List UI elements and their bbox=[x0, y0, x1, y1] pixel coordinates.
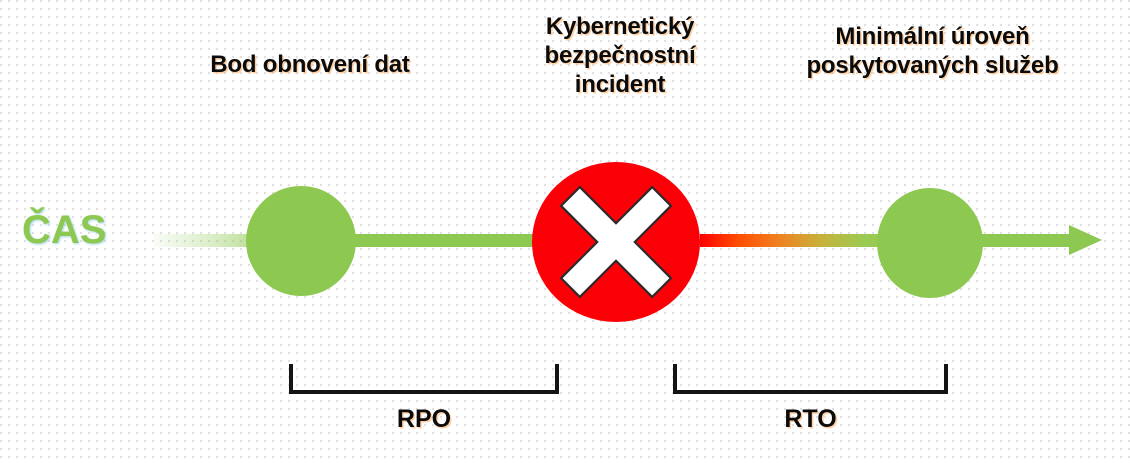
green-circle-icon-service-level bbox=[877, 188, 983, 298]
bracket-label-rto: RTO bbox=[784, 405, 837, 433]
recovery-point-heading: Bod obnovení dat bbox=[210, 51, 410, 78]
axis-segment-normal-operation bbox=[300, 234, 550, 247]
bracket-rto bbox=[673, 364, 948, 394]
service-level-heading: Minimální úroveň poskytovaných služeb bbox=[806, 23, 1059, 79]
axis-segment-restored bbox=[955, 234, 1075, 247]
time-axis-label: ČAS bbox=[22, 208, 107, 252]
axis-segment-recovery-gradient bbox=[700, 234, 905, 247]
bracket-rpo bbox=[289, 364, 559, 394]
incident-heading: Kybernetický bezpečnostní incident bbox=[544, 13, 696, 98]
bracket-label-rpo: RPO bbox=[396, 405, 452, 433]
cross-x-icon bbox=[559, 185, 673, 299]
arrow-right-icon bbox=[1069, 225, 1102, 255]
green-circle-icon-recovery-point bbox=[246, 186, 356, 296]
incident-node bbox=[532, 162, 700, 322]
